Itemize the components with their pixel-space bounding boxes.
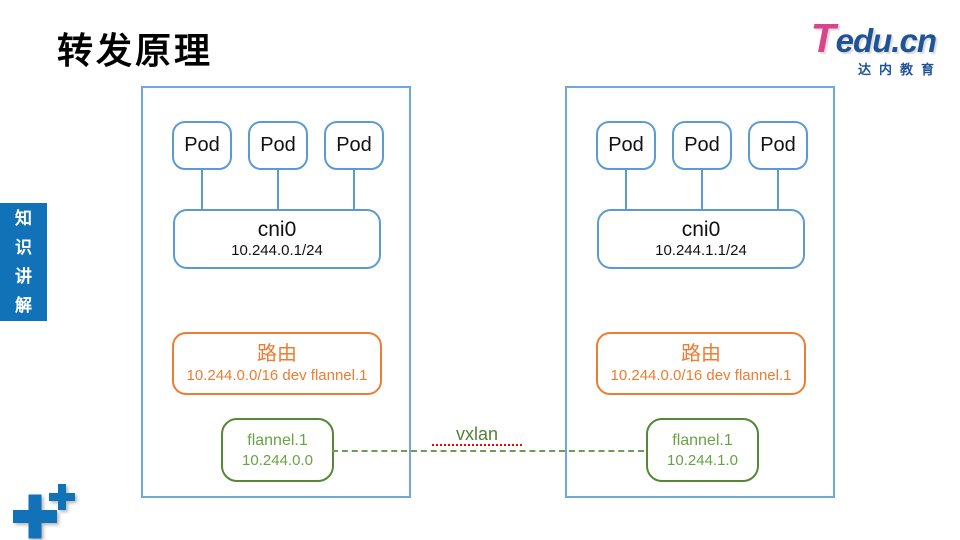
- bridge-name: cni0: [681, 218, 721, 241]
- brand-letter-t: T: [810, 15, 836, 61]
- flannel-device-box: flannel.1 10.244.1.0: [646, 418, 759, 482]
- bridge-ip: 10.244.1.1/24: [655, 242, 747, 259]
- node-box-left: Pod Pod Pod cni0 10.244.0.1/24 路由 10.244…: [141, 86, 411, 498]
- sidebar-char: 解: [15, 296, 32, 315]
- sidebar-char: 讲: [15, 267, 32, 286]
- route-table-box: 路由 10.244.0.0/16 dev flannel.1: [596, 332, 806, 395]
- flannel-device-box: flannel.1 10.244.0.0: [221, 418, 334, 482]
- pod-connector-line: [201, 170, 203, 211]
- sidebar-char: 识: [15, 238, 32, 257]
- pod-box: Pod: [596, 121, 656, 170]
- pod-connector-line: [353, 170, 355, 211]
- pod-box: Pod: [672, 121, 732, 170]
- route-table-box: 路由 10.244.0.0/16 dev flannel.1: [172, 332, 382, 395]
- pod-connector-line: [277, 170, 279, 211]
- flannel-ip: 10.244.0.0: [242, 451, 313, 469]
- plus-cross-logo-icon: [13, 484, 75, 539]
- route-title: 路由: [681, 343, 721, 365]
- pod-box: Pod: [172, 121, 232, 170]
- brand-logo: Tedu.cn 达内教育: [810, 15, 937, 78]
- pod-box: Pod: [248, 121, 308, 170]
- sidebar-tab-knowledge: 知 识 讲 解: [0, 203, 47, 321]
- cni0-bridge-box: cni0 10.244.0.1/24: [173, 209, 381, 269]
- brand-rest: edu.cn: [835, 22, 937, 59]
- brand-subtitle: 达内教育: [857, 62, 942, 77]
- route-title: 路由: [257, 343, 297, 365]
- flannel-ip: 10.244.1.0: [667, 451, 738, 469]
- pod-connector-line: [777, 170, 779, 211]
- bridge-name: cni0: [257, 218, 297, 241]
- flannel-name: flannel.1: [672, 431, 733, 449]
- bridge-ip: 10.244.0.1/24: [231, 242, 323, 259]
- sidebar-char: 知: [15, 209, 32, 228]
- vxlan-dashed-link: [332, 450, 644, 452]
- page-title: 转发原理: [57, 30, 214, 71]
- pod-connector-line: [701, 170, 703, 211]
- brand-wordmark: Tedu.cn: [810, 15, 937, 61]
- cni0-bridge-box: cni0 10.244.1.1/24: [597, 209, 805, 269]
- route-rule: 10.244.0.0/16 dev flannel.1: [186, 367, 368, 384]
- pod-box: Pod: [748, 121, 808, 170]
- vxlan-label: vxlan: [432, 424, 522, 446]
- pod-box: Pod: [324, 121, 384, 170]
- node-box-right: Pod Pod Pod cni0 10.244.1.1/24 路由 10.244…: [565, 86, 835, 498]
- pod-connector-line: [625, 170, 627, 211]
- route-rule: 10.244.0.0/16 dev flannel.1: [610, 367, 792, 384]
- flannel-name: flannel.1: [247, 431, 308, 449]
